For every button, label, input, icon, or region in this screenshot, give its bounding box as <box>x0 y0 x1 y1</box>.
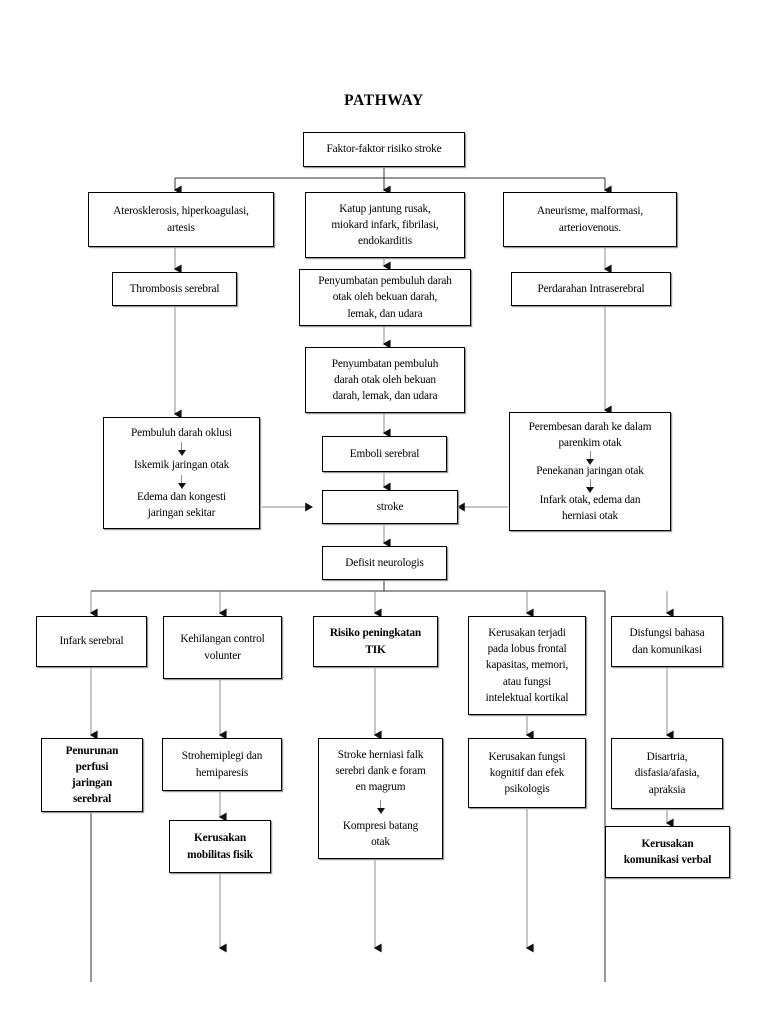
node-text: Edema dan kongesti <box>137 491 226 504</box>
node-text: artesis <box>167 221 195 234</box>
node-text: parenkim otak <box>558 436 622 449</box>
node-segment: Penekanan jaringan otak <box>536 463 644 479</box>
node-text: Infark serebral <box>59 635 124 648</box>
node-text: mobilitas fisik <box>187 848 253 861</box>
node-text: TIK <box>365 643 386 656</box>
node-text: darah otak oleh bekuan <box>334 373 436 386</box>
node-thrombosis[interactable]: Thrombosis serebral <box>112 272 237 306</box>
node-defisit[interactable]: Defisit neurologis <box>322 546 447 580</box>
node-text: Faktor-faktor risiko stroke <box>326 143 442 156</box>
node-text: Penyumbatan pembuluh <box>331 357 439 370</box>
node-text: Penekanan jaringan otak <box>536 465 644 478</box>
node-text: Disfungsi bahasa <box>629 627 705 640</box>
node-text: jaringan <box>71 777 113 789</box>
node-text: Strohemiplegi dan <box>181 750 263 763</box>
node-text: Perdarahan Intraserebral <box>537 282 645 295</box>
node-text: Kompresi batang <box>342 819 419 832</box>
node-perembesan[interactable]: Perembesan darah ke dalam parenkim otak … <box>509 412 671 531</box>
node-text: dan komunikasi <box>632 643 702 656</box>
node-text: kognitif dan efek <box>489 766 565 779</box>
node-text: Perembesan darah ke dalam <box>528 420 652 433</box>
node-segment: Pembuluh darah oklusi <box>131 425 232 441</box>
node-text: Aterosklerosis, hiperkoagulasi, <box>113 205 249 218</box>
node-risiko[interactable]: Faktor-faktor risiko stroke <box>303 132 465 167</box>
node-text: otak <box>371 835 390 848</box>
node-text: Katup jantung rusak, <box>339 202 431 215</box>
node-perdarahan[interactable]: Perdarahan Intraserebral <box>511 272 671 306</box>
node-kerusakan-mobilitas[interactable]: Kerusakan mobilitas fisik <box>169 820 271 873</box>
node-segment: Iskemik jaringan otak <box>133 457 230 473</box>
node-penyumbatan-2[interactable]: Penyumbatan pembuluh darah otak oleh bek… <box>305 347 465 413</box>
node-text: Pembuluh darah oklusi <box>130 426 233 439</box>
node-segment: Infark otak, edema dan herniasi otak <box>540 492 641 524</box>
node-text: volunter <box>204 649 241 662</box>
node-text: Iskemik jaringan otak <box>133 458 230 471</box>
node-text: disfasia/afasia, <box>634 767 700 780</box>
node-risiko-tik[interactable]: Risiko peningkatan TIK <box>313 616 438 667</box>
node-text: atau fungsi <box>502 675 552 688</box>
node-segment: Stroke herniasi falk serebri dank e fora… <box>335 747 425 795</box>
node-text: endokarditis <box>357 235 413 248</box>
node-text: lemak, dan udara <box>347 307 423 320</box>
node-aneurisme[interactable]: Aneurisme, malformasi, arteriovenous. <box>503 192 677 247</box>
node-text: Penyumbatan pembuluh darah <box>318 275 452 288</box>
node-stroke-herniasi[interactable]: Stroke herniasi falk serebri dank e fora… <box>318 738 443 859</box>
node-text: Kerusakan <box>193 832 246 845</box>
node-text: Infark otak, edema dan <box>539 494 641 507</box>
node-disfungsi-bahasa[interactable]: Disfungsi bahasa dan komunikasi <box>611 616 723 667</box>
node-text: serebral <box>72 793 112 806</box>
node-text: kapasitas, memori, <box>485 659 569 672</box>
node-kerusakan-kognitif[interactable]: Kerusakan fungsi kognitif dan efek psiko… <box>468 738 586 808</box>
node-text: Disartria, <box>646 751 688 764</box>
node-kerusakan-lobus[interactable]: Kerusakan terjadi pada lobus frontal kap… <box>468 616 586 715</box>
node-text: hemiparesis <box>195 766 249 779</box>
node-text: Kerusakan fungsi <box>488 750 566 763</box>
node-text: Aneurisme, malformasi, <box>536 205 644 218</box>
node-text: herniasi otak <box>561 510 619 523</box>
node-text: Kerusakan <box>641 837 694 850</box>
node-text: pada lobus frontal <box>487 643 567 656</box>
page-title: PATHWAY <box>344 92 424 109</box>
node-infark-serebral[interactable]: Infark serebral <box>36 616 147 667</box>
node-text: jaringan sekitar <box>147 507 216 520</box>
node-text: perfusi <box>75 760 109 773</box>
node-segment: Perembesan darah ke dalam parenkim otak <box>529 419 652 451</box>
node-text: psikologis <box>504 783 550 796</box>
node-kerusakan-komunikasi[interactable]: Kerusakan komunikasi verbal <box>605 826 730 878</box>
node-emboli[interactable]: Emboli serebral <box>322 436 447 472</box>
node-text: Kehilangan control <box>180 633 265 646</box>
node-penurunan-perfusi[interactable]: Penurunan perfusi jaringan serebral <box>41 738 143 812</box>
node-text: Thrombosis serebral <box>129 282 220 295</box>
node-text: apraksia <box>648 783 686 796</box>
node-segment: Kompresi batang otak <box>343 818 418 850</box>
node-text: stroke <box>376 500 404 513</box>
node-text: Defisit neurologis <box>345 556 424 569</box>
node-text: intelektual kortikal <box>485 691 569 704</box>
node-penyumbatan-1[interactable]: Penyumbatan pembuluh darah otak oleh bek… <box>299 269 471 326</box>
node-segment: Edema dan kongesti jaringan sekitar <box>137 489 226 521</box>
node-text: otak oleh bekuan darah, <box>332 291 438 304</box>
node-text: Stroke herniasi falk <box>337 749 424 762</box>
node-strohemiplegi[interactable]: Strohemiplegi dan hemiparesis <box>162 738 282 791</box>
node-text: darah, lemak, dan udara <box>332 390 438 403</box>
node-text: Emboli serebral <box>349 447 420 460</box>
node-aterosklerosis[interactable]: Aterosklerosis, hiperkoagulasi, artesis <box>88 192 274 247</box>
node-katup[interactable]: Katup jantung rusak, miokard infark, fib… <box>305 192 465 258</box>
node-pembuluh-oklusi[interactable]: Pembuluh darah oklusi Iskemik jaringan o… <box>103 417 260 529</box>
node-text: arteriovenous. <box>558 221 622 234</box>
node-kehilangan-kontrol[interactable]: Kehilangan control volunter <box>163 616 282 679</box>
node-disartria[interactable]: Disartria, disfasia/afasia, apraksia <box>611 738 723 809</box>
node-text: en magrum <box>355 781 406 794</box>
node-text: Kerusakan terjadi <box>488 627 566 640</box>
node-text: miokard infark, fibrilasi, <box>331 218 439 231</box>
node-stroke[interactable]: stroke <box>322 490 458 524</box>
node-text: Risiko peningkatan <box>329 627 422 640</box>
node-text: serebri dank e foram <box>335 765 426 778</box>
node-text: komunikasi verbal <box>623 854 712 866</box>
node-text: Penurunan <box>65 744 119 757</box>
